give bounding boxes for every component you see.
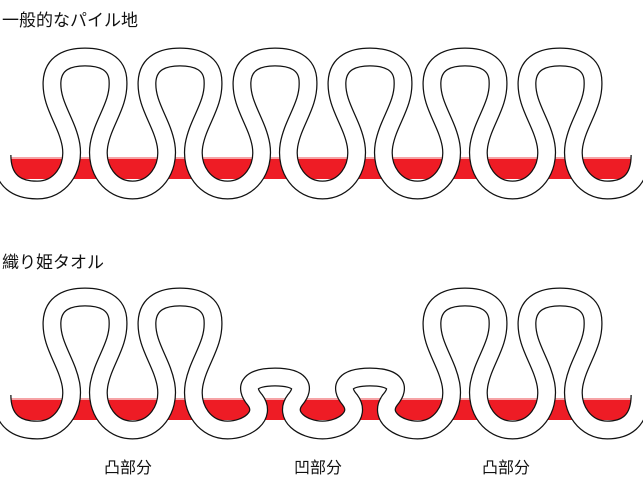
pile-yarn-orihime [0,288,643,439]
base-fabric-highlight-orihime [0,398,643,400]
label-recessed: 凹部分 [294,458,342,477]
title-orihime-towel: 織り姫タオル [2,253,104,273]
label-raised-right: 凸部分 [482,458,530,477]
label-raised-left: 凸部分 [104,458,152,477]
base-fabric-highlight-standard [0,157,643,159]
title-standard-pile: 一般的なパイル地 [2,11,138,31]
pile-yarn-standard [0,48,643,199]
